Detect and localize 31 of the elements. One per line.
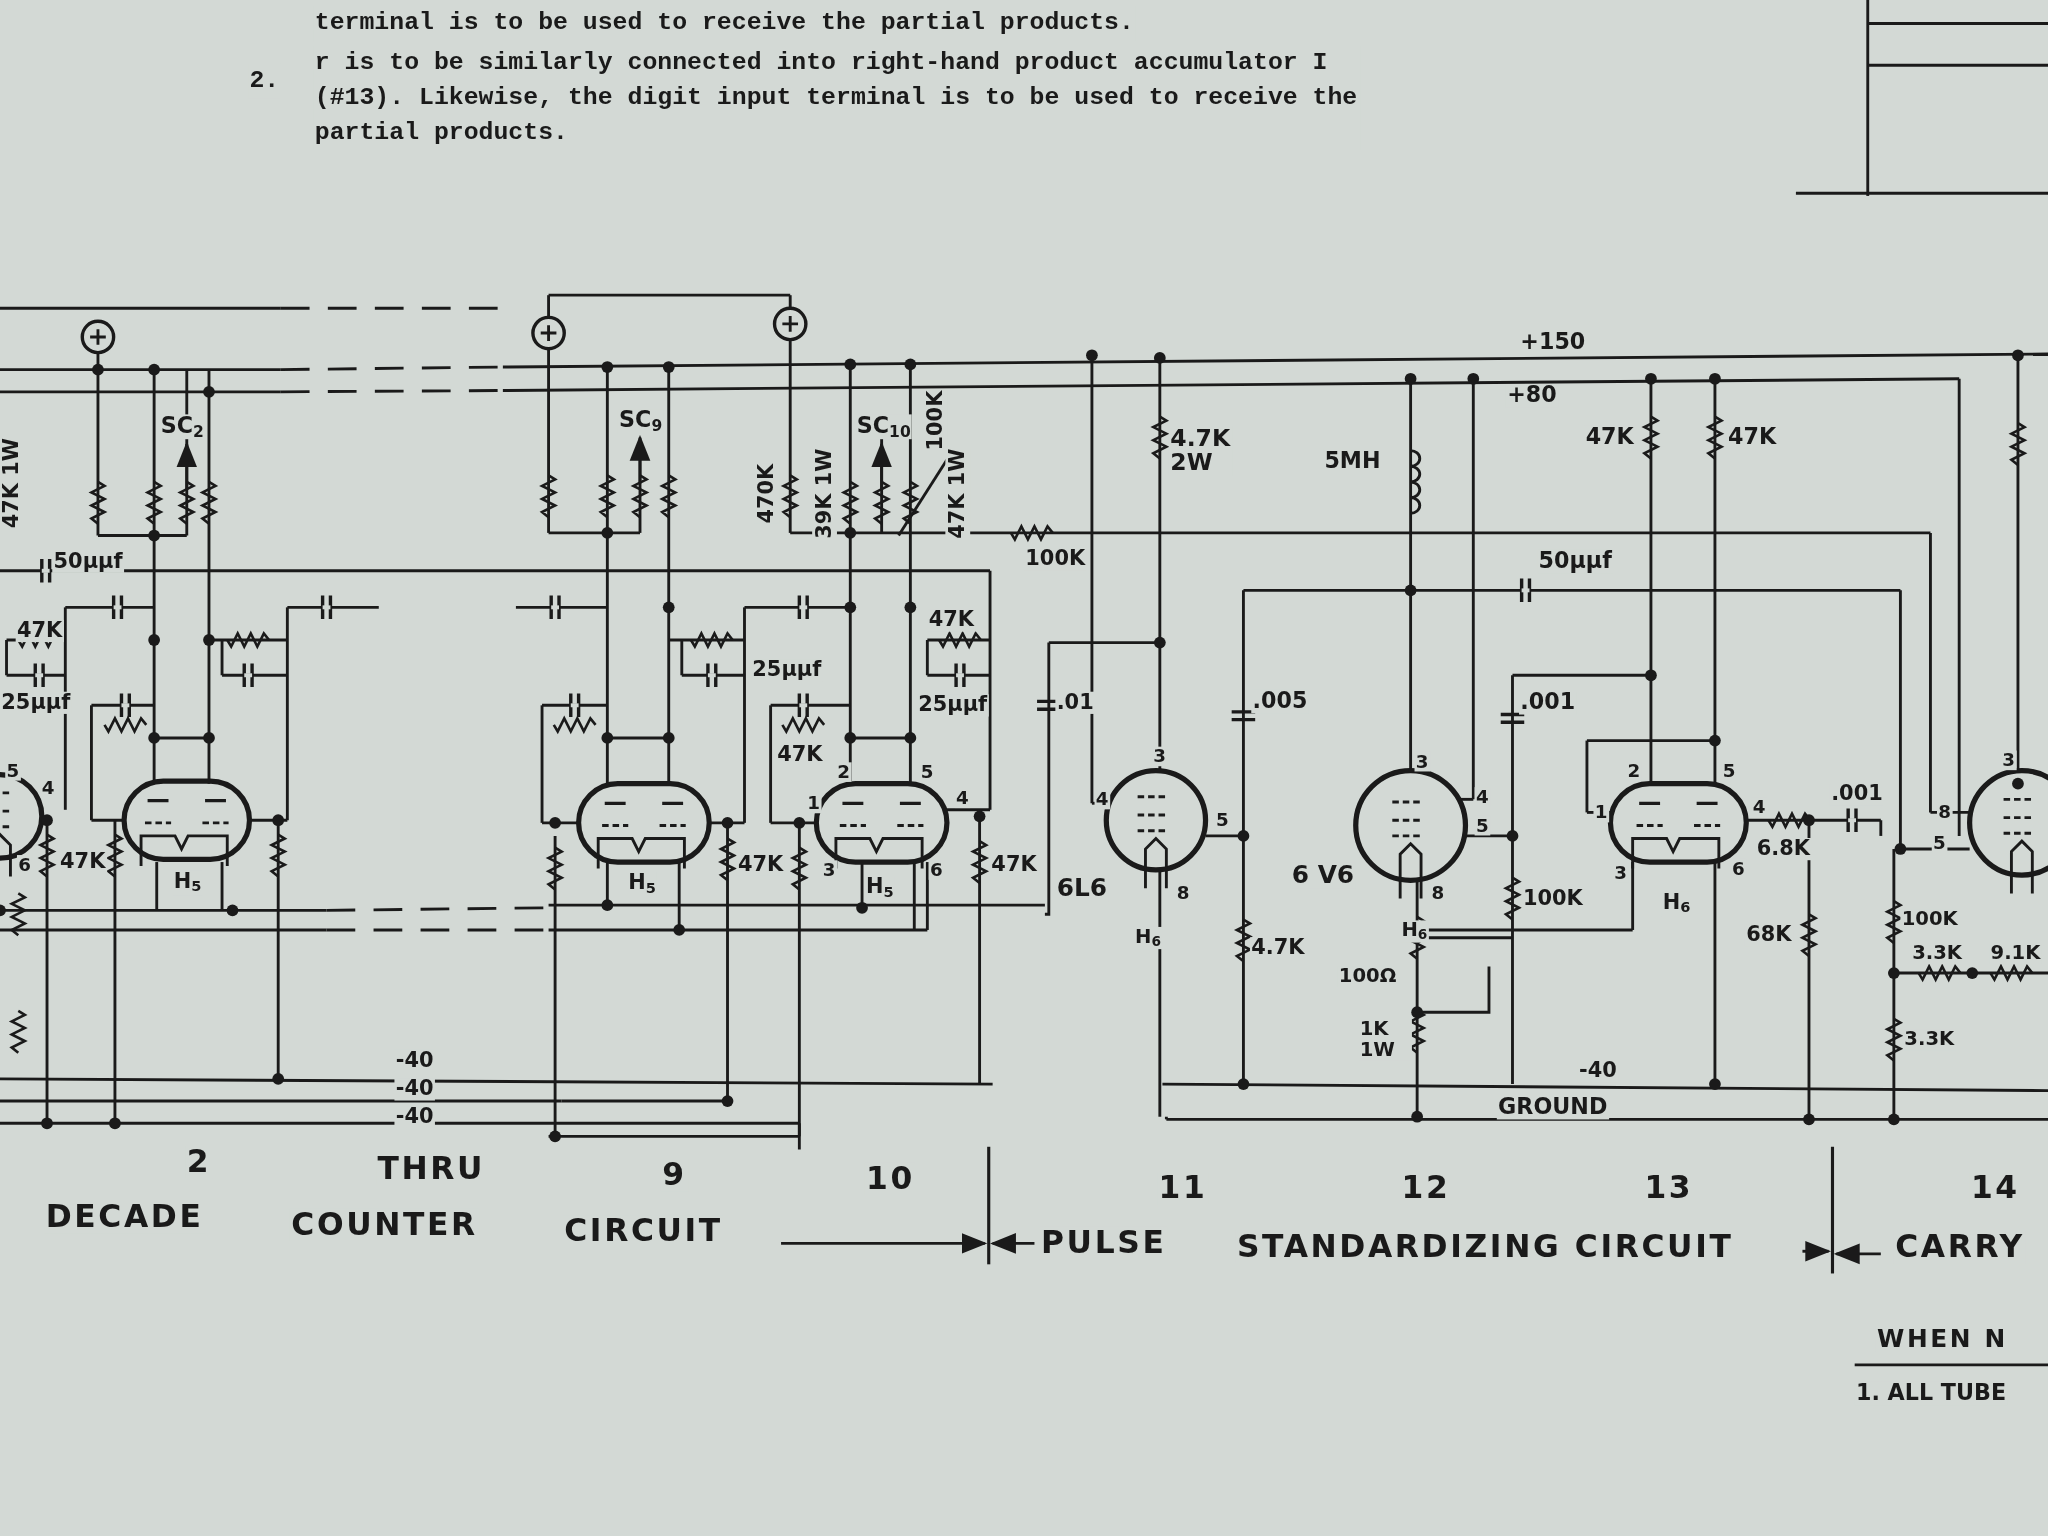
component-value: 47K — [15, 619, 64, 642]
pin-number: 2 — [835, 762, 852, 782]
component-value: 9.1K — [1989, 943, 2042, 964]
component-value: 25μμf — [0, 691, 72, 714]
pin-number: 3 — [2001, 750, 2017, 770]
component-value: 50μμf — [1537, 550, 1614, 574]
component-value: .001 — [1519, 691, 1577, 715]
heater-label: H$_{6}$ — [1400, 920, 1429, 943]
voltage-label: -40 — [394, 1078, 435, 1101]
component-value: .005 — [1251, 689, 1309, 714]
component-value: .01 — [1055, 691, 1095, 714]
component-value: 25μμf — [916, 694, 989, 717]
component-value: 3.3K — [1910, 943, 1964, 964]
heater-label: H$_{6}$ — [1133, 926, 1163, 949]
switch-label: SC$_{10}$ — [855, 414, 913, 440]
component-value: 6.8K — [1755, 838, 1812, 860]
ground-label: GROUND — [1496, 1095, 1609, 1120]
pin-number: 1 — [1593, 802, 1609, 822]
component-value: 25μμf — [751, 659, 823, 681]
pin-number: 5 — [5, 761, 21, 781]
component-value: 100K — [1900, 909, 1960, 930]
switch-label: SC$_{2}$ — [159, 414, 206, 440]
component-value: 47K — [927, 609, 976, 632]
component-value: 47K — [58, 851, 107, 873]
component-value: 39K 1W — [812, 448, 837, 539]
voltage-label: -40 — [394, 1105, 435, 1128]
component-value: 47K 1W — [945, 448, 971, 539]
component-value: 50μμf — [52, 550, 124, 573]
component-value: 3.3K — [1903, 1029, 1956, 1050]
pin-number: 4 — [1094, 789, 1110, 809]
pin-number: 3 — [1152, 746, 1168, 766]
